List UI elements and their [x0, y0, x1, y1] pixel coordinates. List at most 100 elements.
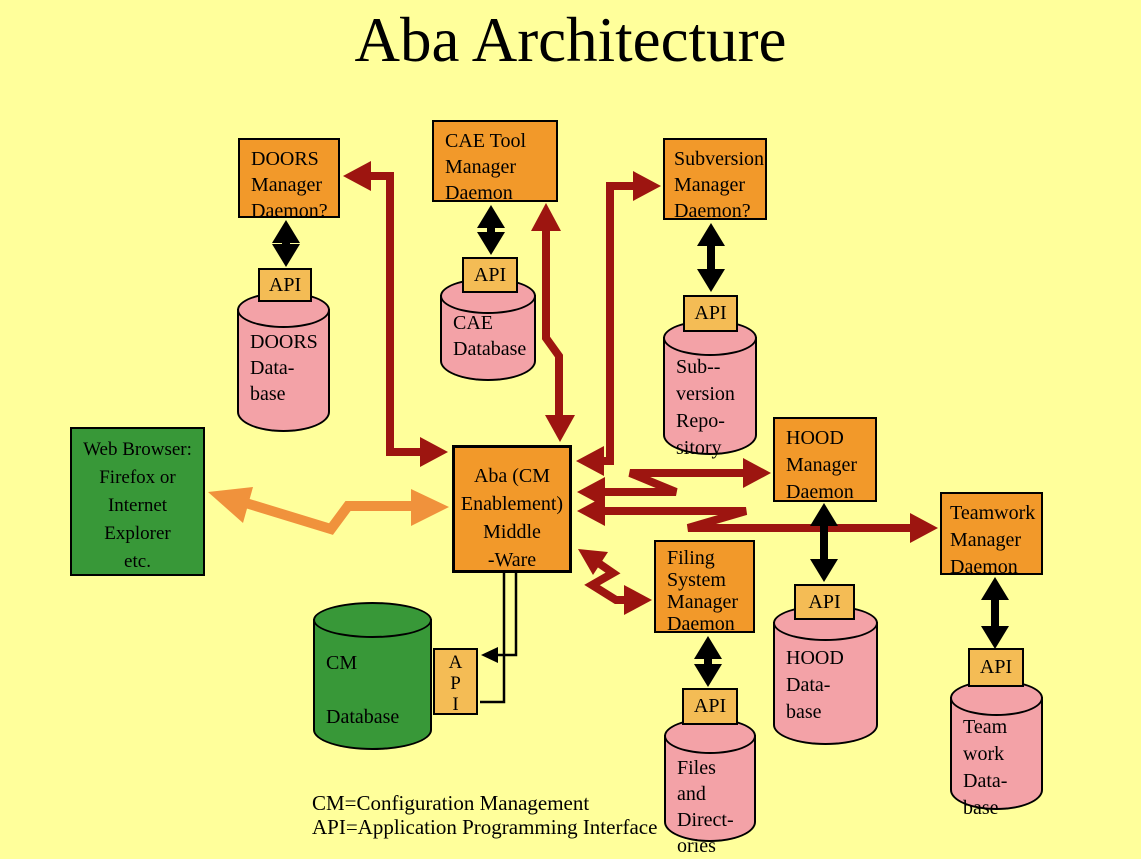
cylinder-body: [773, 622, 878, 745]
cylinder-label: DOORS Data-base: [250, 329, 318, 407]
label-line: Manager: [251, 174, 323, 196]
label-line: Daemon: [786, 481, 854, 503]
cylinder-body: [237, 309, 330, 432]
arrow-doors-aba: [343, 161, 448, 467]
label-line: Middle: [483, 521, 541, 543]
label-line: -Ware: [487, 549, 537, 571]
label-line: and: [677, 783, 706, 805]
label-line: Database: [453, 338, 527, 360]
label-line: DOORS: [250, 331, 318, 353]
cylinder-body: [313, 619, 432, 750]
arrow-filing-daemon-api: [694, 636, 722, 687]
files-api-box: API: [682, 688, 738, 725]
arrow-teamwork-daemon-api: [981, 577, 1009, 649]
label-line: Manager: [674, 174, 746, 196]
label-line: etc.: [124, 551, 151, 572]
hood-database-cylinder: HOOD Data-base: [773, 605, 878, 745]
hood-api-box: API: [794, 584, 855, 620]
label-line: Data-: [250, 357, 295, 379]
label-line: CAE Tool: [445, 130, 527, 152]
label-line: Manager: [667, 591, 739, 613]
label-line: Daemon: [950, 556, 1018, 578]
label-line: CM: [326, 652, 358, 674]
label-line: Aba (CM: [473, 465, 551, 487]
label-line: Data-: [963, 770, 1008, 792]
subversion-api-box: API: [683, 295, 738, 332]
cae-api-box: API: [462, 257, 518, 293]
label-line: Manager: [445, 156, 517, 178]
label-line: Teamwork: [950, 502, 1036, 524]
label-line: Daemon?: [251, 200, 328, 222]
cylinder-top: [313, 602, 432, 638]
label-line: Subversion: [674, 148, 764, 170]
label-line: Daemon: [445, 182, 513, 204]
cylinder-label: HOOD Data-base: [786, 645, 844, 726]
api-label: API: [694, 302, 727, 324]
connector-aba-cm-api: [480, 571, 518, 704]
arrow-aba-filing: [578, 549, 652, 615]
label-line: HOOD: [786, 647, 844, 669]
label-line: Direct-: [677, 809, 734, 831]
arrow-cae-aba: [531, 203, 575, 442]
label-line: Files: [677, 757, 716, 779]
label-line: Firefox or: [99, 467, 176, 488]
doors-database-cylinder: DOORS Data-base: [237, 292, 330, 432]
label-line: Daemon: [667, 613, 735, 635]
api-label: API: [693, 695, 727, 717]
label-line: version: [676, 383, 735, 405]
arrow-aba-hood: [577, 458, 771, 507]
page-title: Aba Architecture: [354, 5, 787, 75]
label-line: base: [963, 797, 999, 819]
label-line: base: [250, 383, 286, 405]
label-line: Sub--: [676, 356, 721, 378]
cylinder-top: [440, 278, 536, 314]
label-line: Repo-: [676, 410, 725, 432]
arrow-web-aba: [208, 487, 449, 535]
label-line: Filing: [667, 547, 715, 569]
arrow-subversion-daemon-api: [697, 223, 725, 292]
label-line: Daemon?: [674, 200, 751, 222]
cylinder-body: [663, 337, 757, 455]
label-line: work: [963, 743, 1005, 765]
label-line: CM=Configuration Management: [312, 791, 590, 815]
arrow-doors-daemon-api: [272, 220, 300, 267]
teamwork-api-box: API: [968, 648, 1024, 687]
label-line: API=Application Programming Interface: [312, 815, 658, 839]
api-label: API: [979, 656, 1013, 678]
cylinder-label: CM Database: [326, 650, 399, 730]
label-line: I: [452, 694, 459, 715]
label-line: DOORS: [251, 148, 319, 170]
label-line: Manager: [950, 529, 1022, 551]
label-line: sitory: [676, 437, 722, 459]
label-line: Database: [326, 706, 400, 728]
label-line: HOOD: [786, 427, 844, 449]
label-line: System: [667, 569, 726, 591]
api-label: API: [268, 273, 302, 296]
label-line: Team: [963, 716, 1008, 738]
cm-database-cylinder: CM Database: [313, 602, 432, 750]
arrow-cae-daemon-api: [477, 205, 505, 255]
label-line: Manager: [786, 454, 858, 476]
arrow-aba-teamwork: [577, 496, 938, 543]
label-line: base: [786, 701, 822, 723]
label-line: Web Browser:: [83, 439, 192, 460]
arrow-subversion-aba: [576, 171, 661, 476]
label-line: Data-: [786, 674, 831, 696]
